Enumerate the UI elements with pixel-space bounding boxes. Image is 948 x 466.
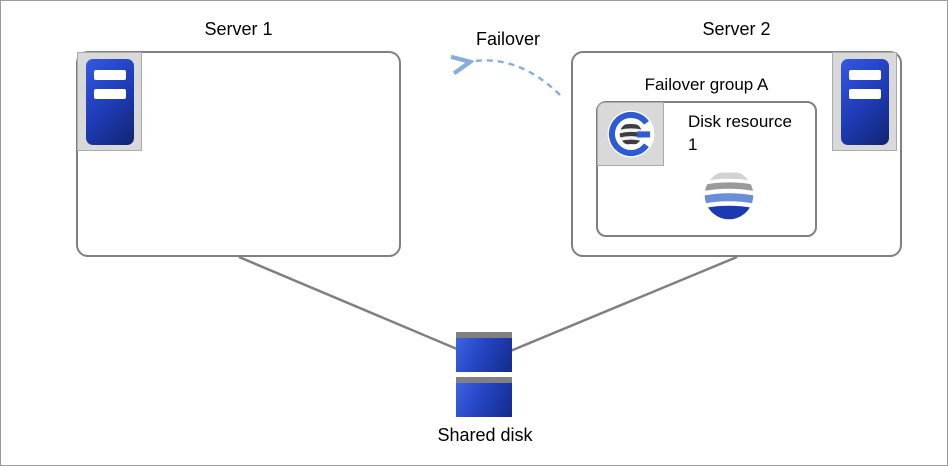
striped-sphere-disk-icon bbox=[702, 168, 756, 222]
failover-group-title: Failover group A bbox=[644, 75, 769, 94]
server-slot bbox=[848, 88, 881, 99]
server1-shared-disk-line bbox=[238, 255, 465, 354]
disk-body bbox=[456, 383, 512, 417]
disk-resource-label: Disk resource 1 bbox=[688, 112, 792, 154]
server2-title: Server 2 bbox=[702, 19, 771, 39]
server-body bbox=[840, 58, 889, 145]
server-body bbox=[85, 58, 134, 145]
server-tower-icon bbox=[832, 52, 897, 151]
failover-label: Failover bbox=[475, 29, 541, 49]
server1-title: Server 1 bbox=[204, 19, 273, 39]
server-slot bbox=[848, 69, 881, 80]
disk-body bbox=[456, 338, 512, 372]
shared-disk-stack-icon bbox=[456, 332, 512, 422]
disk-cap bbox=[456, 377, 512, 383]
server-slot bbox=[93, 69, 126, 80]
disk-module bbox=[456, 332, 512, 372]
server2-shared-disk-line bbox=[507, 255, 738, 354]
failover-arrow bbox=[469, 60, 561, 96]
disk-cap bbox=[456, 332, 512, 338]
cluster-group-glyph bbox=[607, 110, 654, 158]
shared-disk-label: Shared disk bbox=[437, 425, 533, 445]
disk-module bbox=[456, 377, 512, 417]
server-tower-icon bbox=[77, 52, 142, 151]
disk-sphere-glyph bbox=[704, 170, 754, 220]
cluster-group-icon bbox=[597, 102, 664, 166]
server-slot bbox=[93, 88, 126, 99]
